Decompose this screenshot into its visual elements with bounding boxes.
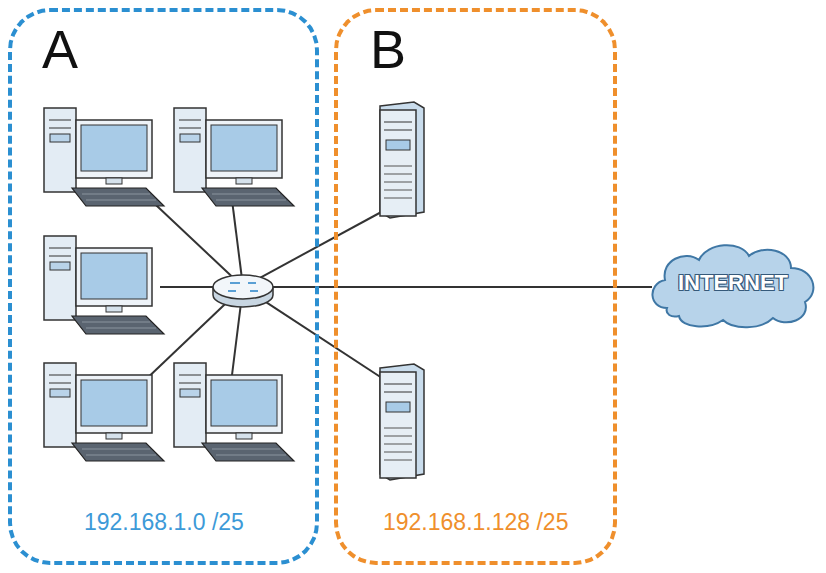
- cloud-outline: [652, 245, 813, 327]
- computer-icon: [174, 108, 294, 206]
- wire: [243, 286, 652, 288]
- computer-icon: [44, 108, 164, 206]
- group-letter: B: [370, 20, 406, 79]
- computer-icon: [44, 363, 164, 461]
- subnet-group: B 192.168.1.128 /25: [334, 8, 617, 565]
- wire: [232, 200, 243, 287]
- computer-icon: [44, 236, 164, 334]
- network-wires: [140, 190, 652, 385]
- internet-cloud: INTERNET: [645, 238, 821, 330]
- router-icon: [213, 275, 273, 307]
- subnet-group: A 192.168.1.0 /25: [8, 8, 319, 565]
- subnet-address: 192.168.1.128 /25: [383, 510, 568, 535]
- server-icon: [380, 102, 424, 218]
- cloud-label: INTERNET: [678, 271, 788, 295]
- wire: [243, 210, 385, 287]
- server-icon: [380, 364, 424, 480]
- group-letter: A: [42, 20, 78, 79]
- computer-icon: [174, 363, 294, 461]
- subnet-address: 192.168.1.0 /25: [84, 510, 244, 535]
